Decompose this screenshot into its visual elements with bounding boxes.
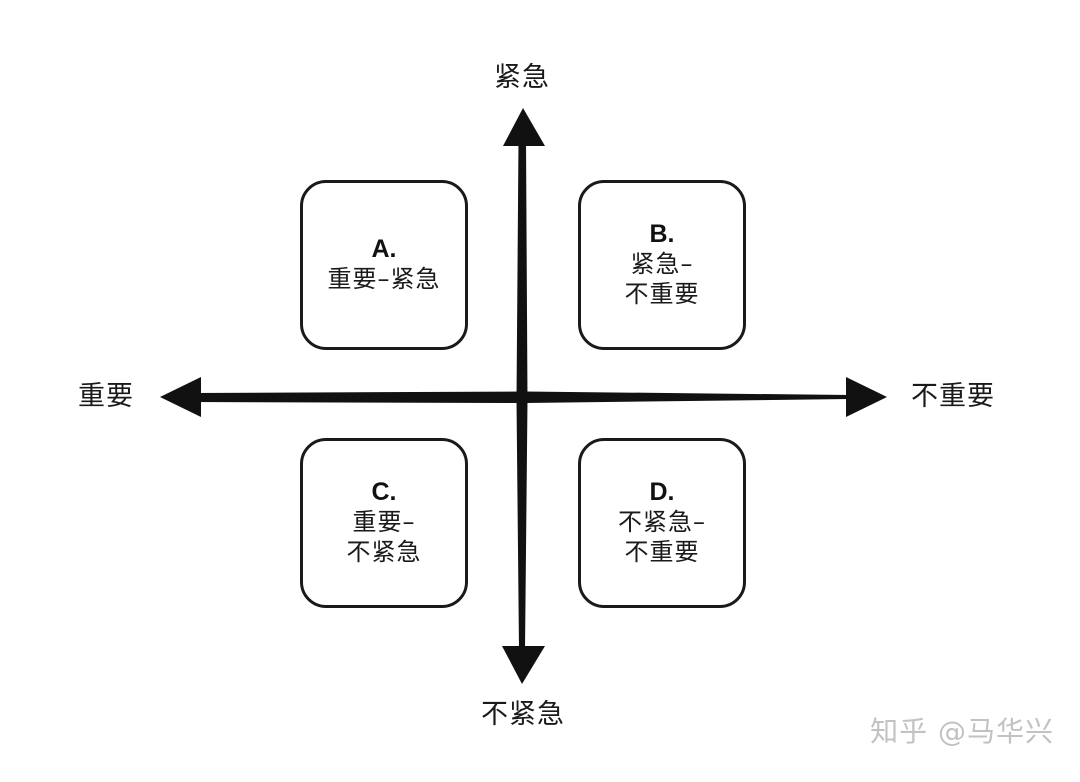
quadrant-a-text: 重要–紧急 xyxy=(328,264,441,295)
left-arrow-icon xyxy=(160,377,201,417)
quadrant-a-letter: A. xyxy=(371,235,397,264)
quadrant-d-line-2: 不重要 xyxy=(624,538,700,567)
quadrant-d-line-1: 不紧急– xyxy=(618,507,706,536)
axis-label-important: 重要 xyxy=(78,381,134,412)
axis-label-urgent: 紧急 xyxy=(494,62,550,93)
up-arrow-icon xyxy=(503,108,545,146)
down-arrow-icon xyxy=(502,646,545,684)
quadrant-d-letter: D. xyxy=(649,477,675,506)
quadrant-a-line-1: 重要–紧急 xyxy=(327,265,441,294)
quadrant-b-line-1: 紧急– xyxy=(630,249,694,278)
quadrant-b-text: 紧急– 不重要 xyxy=(625,249,700,310)
quadrant-c-letter: C. xyxy=(371,477,397,506)
quadrant-d-text: 不紧急– 不重要 xyxy=(618,507,706,568)
quadrant-b-letter: B. xyxy=(649,219,675,248)
quadrant-a-box: A. 重要–紧急 xyxy=(300,180,468,350)
vertical-axis-line xyxy=(516,140,528,650)
quadrant-c-line-2: 不紧急 xyxy=(346,538,422,567)
quadrant-c-line-1: 重要– xyxy=(352,507,416,536)
quadrant-c-box: C. 重要– 不紧急 xyxy=(300,438,468,608)
right-arrow-icon xyxy=(846,377,887,417)
quadrant-b-line-2: 不重要 xyxy=(624,280,700,309)
quadrant-d-box: D. 不紧急– 不重要 xyxy=(578,438,746,608)
watermark-text: 知乎 @马华兴 xyxy=(870,715,1054,748)
axis-label-not-urgent: 不紧急 xyxy=(481,699,565,730)
axis-label-not-important: 不重要 xyxy=(911,381,995,412)
quadrant-b-box: B. 紧急– 不重要 xyxy=(578,180,746,350)
quadrant-c-text: 重要– 不紧急 xyxy=(347,507,422,568)
